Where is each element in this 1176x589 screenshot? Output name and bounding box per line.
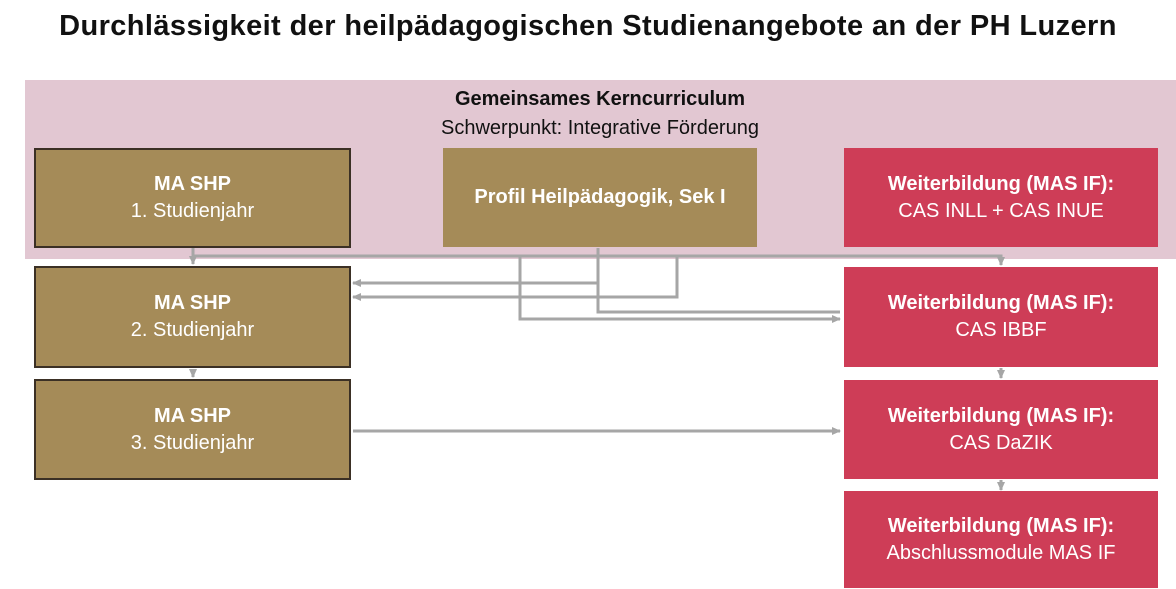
weiterbildung-box-1-title: Weiterbildung (MAS IF): — [887, 172, 1115, 195]
weiterbildung-box-4-subtitle: Abschlussmodule MAS IF — [886, 541, 1116, 564]
ma-shp-year-1-title: MA SHP — [153, 173, 232, 195]
page-title: Durchlässigkeit der heilpädagogischen St… — [59, 10, 1117, 42]
weiterbildung-box-3-title: Weiterbildung (MAS IF): — [887, 404, 1115, 427]
weiterbildung-box-3: Weiterbildung (MAS IF): CAS DaZIK — [844, 380, 1158, 479]
kerncurriculum-subtitle: Schwerpunkt: Integrative Förderung — [441, 117, 759, 139]
ma-shp-year-3: MA SHP 3. Studienjahr — [34, 379, 351, 480]
ma-shp-year-1-subtitle: 1. Studienjahr — [130, 200, 255, 222]
ma-shp-year-1: MA SHP 1. Studienjahr — [34, 148, 351, 248]
weiterbildung-box-2-title: Weiterbildung (MAS IF): — [887, 292, 1115, 314]
ma-shp-year-2-title: MA SHP — [153, 292, 232, 314]
arrow-profil-to-ma2-a — [352, 248, 600, 287]
weiterbildung-box-1: Weiterbildung (MAS IF): CAS INLL + CAS I… — [844, 148, 1158, 247]
ma-shp-year-3-subtitle: 3. Studienjahr — [130, 431, 255, 454]
ma-shp-year-2-subtitle: 2. Studienjahr — [130, 319, 255, 341]
weiterbildung-box-1-subtitle: CAS INLL + CAS INUE — [898, 199, 1104, 222]
weiterbildung-box-4-title: Weiterbildung (MAS IF): — [887, 514, 1115, 537]
weiterbildung-box-2: Weiterbildung (MAS IF): CAS IBBF — [844, 267, 1158, 367]
kerncurriculum-title: Gemeinsames Kerncurriculum — [454, 88, 746, 110]
weiterbildung-box-4: Weiterbildung (MAS IF): Abschlussmodule … — [844, 491, 1158, 588]
arrow-profil-to-wb2-a — [518, 256, 841, 323]
arrow-profil-to-wb2-b — [596, 283, 840, 314]
ma-shp-year-2: MA SHP 2. Studienjahr — [34, 266, 351, 368]
profil-heilpaedagogik-title: Profil Heilpädagogik, Sek I — [474, 186, 726, 208]
profil-heilpaedagogik: Profil Heilpädagogik, Sek I — [443, 148, 757, 247]
weiterbildung-box-3-subtitle: CAS DaZIK — [949, 431, 1053, 454]
ma-shp-year-3-title: MA SHP — [153, 404, 232, 427]
weiterbildung-box-2-subtitle: CAS IBBF — [955, 319, 1047, 341]
arrow-wb1-to-ma2 — [352, 254, 1001, 301]
